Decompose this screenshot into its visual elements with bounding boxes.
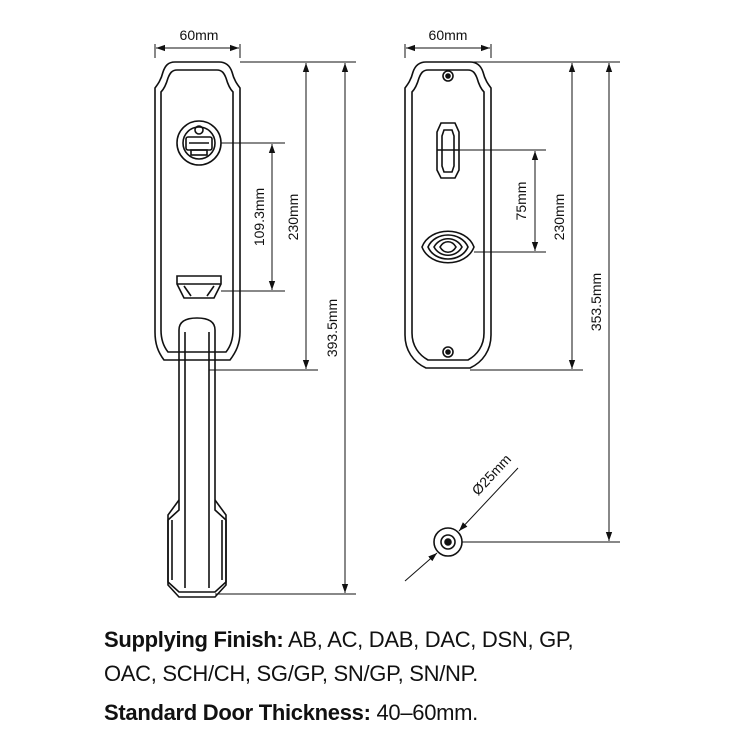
exterior-dimensions: [154, 44, 356, 595]
interior-overall-height-label: 353.5mm: [588, 273, 604, 331]
interior-knob: [421, 230, 475, 264]
interior-escutcheon-plate: [404, 61, 492, 369]
finish-label: Supplying Finish:: [104, 627, 284, 652]
finish-value: AB, AC, DAB, DAC, DSN, GP,: [283, 627, 574, 652]
rosette-diameter-label: Ø25mm: [469, 451, 515, 498]
exterior-escutcheon-inner: [160, 69, 234, 353]
interior-spacing-label: 75mm: [513, 182, 529, 221]
thumb-piece: [176, 275, 222, 299]
deadbolt-cylinder: [176, 120, 222, 166]
thickness-label: Standard Door Thickness:: [104, 700, 371, 725]
thickness-value: 40–60mm.: [370, 700, 478, 725]
exterior-plate-height-label: 230mm: [285, 194, 301, 241]
technical-drawing: 60mm 109.3mm 230mm 393.5mm: [154, 27, 620, 598]
interior-width-label: 60mm: [429, 27, 468, 43]
finish-spec-continued: OAC, SCH/CH, SG/GP, SN/GP, SN/NP.: [104, 661, 478, 687]
finish-spec: Supplying Finish: AB, AC, DAB, DAC, DSN,…: [104, 627, 574, 653]
thickness-spec: Standard Door Thickness: 40–60mm.: [104, 700, 478, 726]
grip-handle: [167, 317, 227, 598]
exterior-overall-height-label: 393.5mm: [324, 299, 340, 357]
finish-value-continued: OAC, SCH/CH, SG/GP, SN/GP, SN/NP.: [104, 661, 478, 686]
exterior-width-label: 60mm: [180, 27, 219, 43]
top-screw: [442, 70, 454, 82]
exterior-spacing-label: 109.3mm: [251, 188, 267, 246]
exterior-handleset: [154, 61, 241, 598]
spindle-rosette: [433, 527, 463, 557]
interior-dimensions: [404, 44, 620, 582]
interior-escutcheon-inner: [411, 69, 485, 361]
interior-handleset: [404, 61, 492, 369]
exterior-escutcheon-plate: [154, 61, 241, 361]
bottom-screw: [442, 346, 454, 358]
interior-plate-height-label: 230mm: [551, 194, 567, 241]
